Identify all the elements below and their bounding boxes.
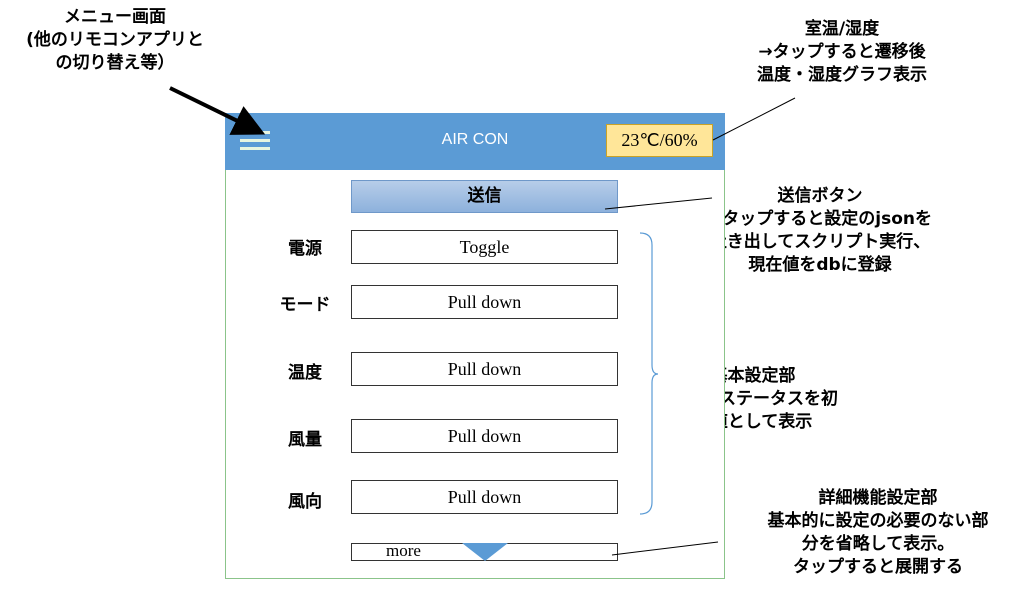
wind-direction-label: 風向	[288, 492, 322, 512]
annotation-line: 分を省略して表示。	[801, 534, 955, 554]
annotation-line: 詳細機能設定部	[818, 488, 938, 508]
expand-arrow-icon	[462, 543, 508, 561]
power-toggle[interactable]: Toggle	[351, 230, 618, 264]
menu-annotation: メニュー画面 (他のリモコンアプリと の切り替え等）	[0, 6, 230, 75]
annotation-line: 吐き出してスクリプト実行、	[709, 232, 931, 252]
annotation-line: 送信ボタン	[777, 186, 863, 206]
annotation-line: →タップすると設定のjsonを	[708, 209, 932, 229]
annotation-line: メニュー画面	[64, 7, 166, 27]
detail-annotation: 詳細機能設定部 基本的に設定の必要のない部 分を省略して表示。 タップすると展開…	[740, 487, 1016, 579]
annotation-line: →タップすると遷移後	[758, 42, 926, 62]
annotation-line: 室温/湿度	[804, 19, 880, 39]
temp-leader-line	[712, 97, 796, 141]
temperature-label: 温度	[288, 363, 322, 383]
annotation-line: 基本設定部	[710, 366, 796, 386]
temp-annotation: 室温/湿度 →タップすると遷移後 温度・湿度グラフ表示	[712, 18, 972, 87]
menu-pointer-arrow	[169, 86, 266, 135]
menu-icon-bar	[240, 147, 270, 150]
wind-direction-dropdown[interactable]: Pull down	[351, 480, 618, 514]
send-leader-line	[604, 197, 713, 210]
send-button[interactable]: 送信	[351, 180, 618, 213]
more-button[interactable]: more	[351, 541, 618, 561]
power-label: 電源	[288, 239, 322, 259]
basic-settings-bracket	[639, 232, 659, 515]
menu-icon-bar	[240, 139, 270, 142]
more-leader-line	[611, 541, 719, 556]
temperature-dropdown[interactable]: Pull down	[351, 352, 618, 386]
fan-speed-dropdown[interactable]: Pull down	[351, 419, 618, 453]
more-label: more	[386, 541, 421, 560]
send-annotation: 送信ボタン →タップすると設定のjsonを 吐き出してスクリプト実行、 現在値を…	[695, 185, 945, 277]
annotation-line: 温度・湿度グラフ表示	[757, 65, 927, 85]
temp-humidity-button[interactable]: 23℃/60%	[606, 124, 713, 157]
annotation-line: タップすると展開する	[793, 557, 963, 577]
annotation-line: の切り替え等）	[55, 53, 175, 73]
annotation-line: (他のリモコンアプリと	[26, 30, 204, 50]
mode-label: モード	[279, 295, 331, 315]
annotation-line: 基本的に設定の必要のない部	[767, 511, 989, 531]
mode-dropdown[interactable]: Pull down	[351, 285, 618, 319]
annotation-line: 現在値をdbに登録	[748, 255, 892, 275]
fan-speed-label: 風量	[288, 430, 322, 450]
app-title: AIR CON	[441, 131, 509, 148]
